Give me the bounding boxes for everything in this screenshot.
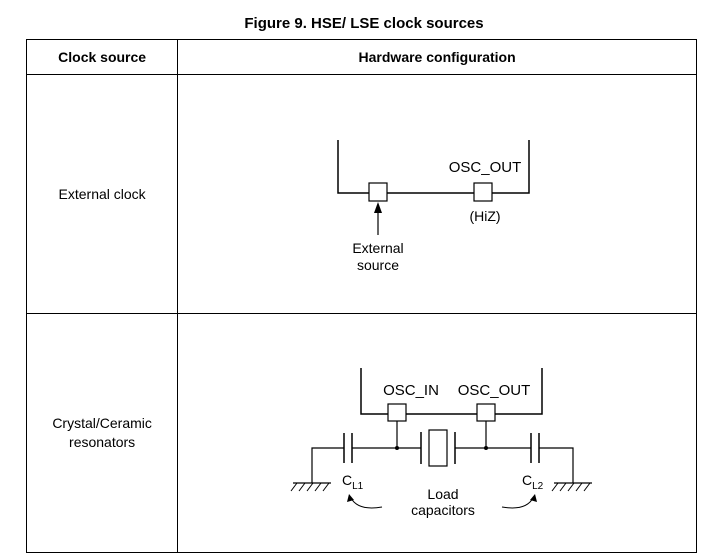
osc-out-label: OSC_OUT (458, 382, 531, 399)
chip-outline (360, 368, 543, 415)
clock-sources-table: Clock source Hardware configuration Exte… (25, 39, 697, 553)
load-label-1: Load (428, 486, 459, 502)
header-clock-source: Clock source (25, 39, 179, 75)
osc-out-pin (476, 403, 496, 422)
right-ground-hatch (551, 482, 591, 492)
external-source-label-1: External (353, 240, 404, 256)
osc-in-label: OSC_IN (383, 382, 439, 399)
arrow-to-cl1-head (347, 494, 355, 502)
osc-in-pin (368, 182, 388, 202)
cl2-label: CL2 (522, 472, 544, 492)
osc-in-pin (387, 403, 407, 422)
osc-out-pin (473, 182, 493, 202)
crystal-resonator-diagram: OSC_IN OSC_OUT CL1 CL2 Load capacitors (290, 368, 593, 518)
arrow-to-cl2 (502, 497, 534, 509)
crystal-diagram-cell: OSC_IN OSC_OUT CL1 CL2 Load capacitors (177, 313, 697, 553)
row-external-clock-source: External clock (25, 74, 179, 314)
figure-title: Figure 9. HSE/ LSE clock sources (244, 15, 484, 32)
right-ground-wire (539, 447, 574, 483)
arrow-to-cl2-head (530, 494, 538, 502)
source-arrow-head (374, 202, 383, 213)
hiz-label: (HiZ) (470, 208, 501, 224)
chip-outline (337, 140, 530, 194)
external-source-label-2: source (357, 257, 399, 273)
arrow-to-cl1 (350, 497, 383, 509)
cl1-label: CL1 (342, 472, 364, 492)
crystal-source-line-2: resonators (69, 434, 136, 450)
row-crystal-source: Crystal/Ceramic resonators (25, 313, 179, 553)
load-label-2: capacitors (411, 502, 475, 518)
osc-out-label: OSC_OUT (449, 159, 522, 176)
crystal-source-line-1: Crystal/Ceramic (52, 415, 152, 431)
left-ground-wire (311, 447, 345, 483)
external-clock-diagram-cell: OSC_OUT (HiZ) External source (177, 74, 697, 314)
crystal-body (428, 429, 448, 467)
left-ground-hatch (290, 482, 330, 492)
header-hardware-configuration: Hardware configuration (177, 39, 697, 75)
external-clock-diagram: OSC_OUT (HiZ) External source (337, 140, 530, 273)
